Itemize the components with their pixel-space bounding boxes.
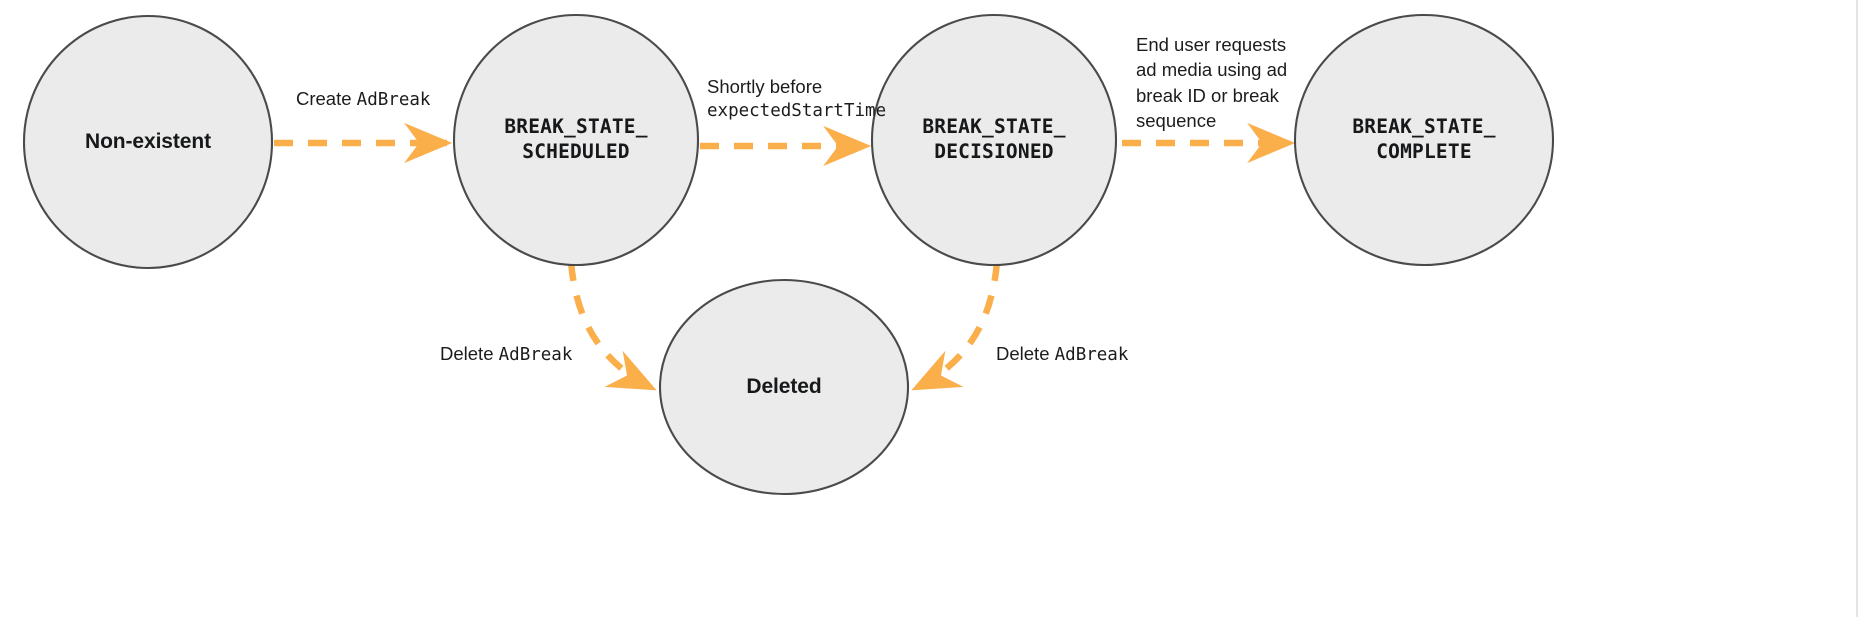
edge-delete-adbreak-from-decisioned — [911, 261, 1001, 391]
node-deleted[interactable] — [658, 278, 910, 496]
nodes-layer — [22, 13, 1555, 496]
right-edge-divider — [1856, 0, 1858, 617]
edge-delete-adbreak-from-scheduled — [567, 261, 657, 391]
node-break-state-decisioned[interactable] — [870, 13, 1118, 267]
node-break-state-complete[interactable] — [1293, 13, 1555, 267]
node-break-state-scheduled[interactable] — [452, 13, 700, 267]
edges-layer — [274, 122, 1296, 391]
node-non-existent[interactable] — [22, 14, 274, 270]
